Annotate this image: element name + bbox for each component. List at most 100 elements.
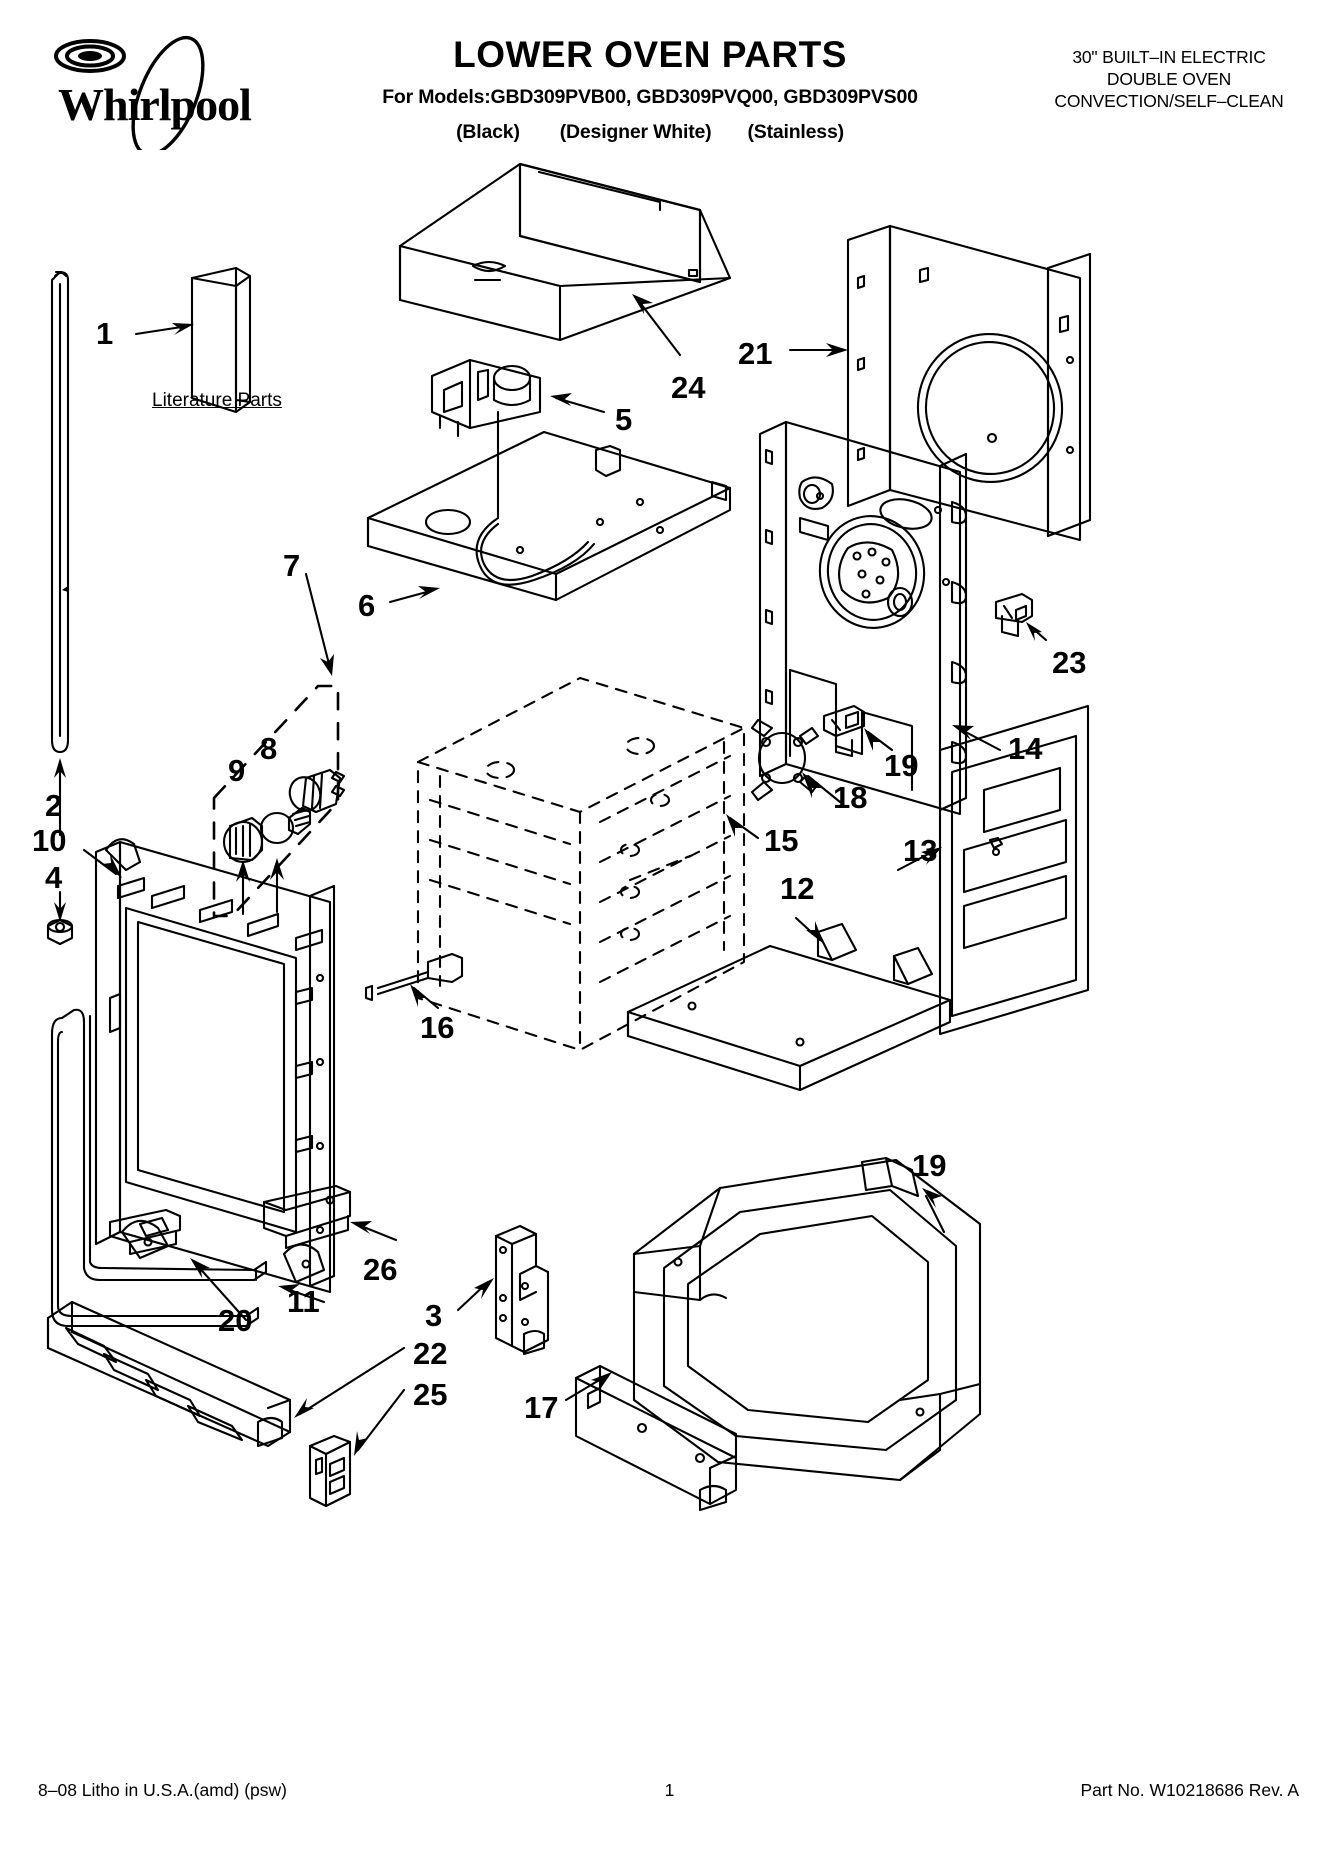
callout-17: 17 xyxy=(524,1390,559,1425)
leader-18 xyxy=(802,772,842,804)
callout-2: 2 xyxy=(45,788,63,823)
part-lamp-assembly-group xyxy=(212,684,340,918)
colors-line: (Black) (Designer White) (Stainless) xyxy=(300,121,1000,144)
leader-19-lower xyxy=(922,1188,946,1234)
spec-block: 30" BUILT–IN ELECTRIC DOUBLE OVEN CONVEC… xyxy=(1019,46,1319,112)
part-socket-7 xyxy=(288,768,346,814)
part-bracket-3 xyxy=(494,1224,550,1356)
callout-13: 13 xyxy=(903,833,938,868)
part-tab-26 xyxy=(262,1184,352,1250)
callout-4: 4 xyxy=(45,860,63,895)
callout-19-upper: 19 xyxy=(884,748,919,783)
leader-17 xyxy=(564,1372,612,1402)
leader-3 xyxy=(456,1278,494,1312)
models-line: For Models:GBD309PVB00, GBD309PVQ00, GBD… xyxy=(382,86,918,108)
leader-12 xyxy=(794,916,824,944)
leader-7 xyxy=(304,572,334,676)
leader-25 xyxy=(354,1388,406,1456)
callout-6: 6 xyxy=(358,588,376,623)
brand-wordmark: Whirlpool xyxy=(58,79,252,130)
leader-15 xyxy=(726,814,760,840)
page-header: Whirlpool LOWER OVEN PARTS For Models:GB… xyxy=(0,26,1339,157)
callout-11: 11 xyxy=(287,1284,320,1319)
callout-24: 24 xyxy=(671,370,706,405)
footer-print-info: 8–08 Litho in U.S.A.(amd) (psw) xyxy=(38,1780,287,1800)
leader-9 xyxy=(236,860,250,916)
callout-7: 7 xyxy=(283,548,301,583)
part-bracket-19-upper xyxy=(822,704,866,758)
part-rod-2 xyxy=(50,270,70,754)
parts-artwork xyxy=(46,162,1092,1512)
page-title: LOWER OVEN PARTS xyxy=(453,34,847,75)
callout-23: 23 xyxy=(1052,645,1087,680)
callout-21: 21 xyxy=(738,336,773,371)
callout-5: 5 xyxy=(615,402,633,437)
callout-25: 25 xyxy=(413,1377,448,1412)
title-block: LOWER OVEN PARTS For Models:GBD309PVB00,… xyxy=(300,26,1000,144)
part-lens-9 xyxy=(222,816,264,864)
part-handle-11 xyxy=(50,1008,268,1328)
callout-16: 16 xyxy=(420,1010,455,1045)
spec-line-2: DOUBLE OVEN xyxy=(1106,69,1232,89)
part-bulb-8 xyxy=(259,806,312,845)
callout-12: 12 xyxy=(780,871,815,906)
callout-19-lower: 19 xyxy=(912,1148,947,1183)
callout-1: 1 xyxy=(96,316,114,351)
leader-1 xyxy=(134,323,194,336)
part-strip-20 xyxy=(108,1208,182,1256)
callout-3: 3 xyxy=(425,1298,443,1333)
footer-page-number: 1 xyxy=(664,1780,675,1800)
callout-22: 22 xyxy=(413,1336,448,1371)
color-stainless: (Stainless) xyxy=(747,121,844,143)
callout-15: 15 xyxy=(764,823,799,858)
spec-line-1: 30" BUILT–IN ELECTRIC xyxy=(1072,47,1266,67)
part-literature-1 xyxy=(190,266,252,414)
leader-21 xyxy=(788,343,848,357)
part-chassis-pan-19-lower xyxy=(632,1156,982,1482)
callout-9: 9 xyxy=(228,753,246,788)
part-front-frame-13 xyxy=(938,704,1090,1036)
part-door-frame-10 xyxy=(94,838,336,1294)
part-trim-22 xyxy=(46,1300,292,1448)
swirl-icon xyxy=(54,39,126,73)
part-top-plate-6 xyxy=(366,410,732,602)
part-side-panel-14 xyxy=(758,420,968,816)
part-sensor-16 xyxy=(364,952,464,1002)
spec-line-3: CONVECTION/SELF–CLEAN xyxy=(1054,91,1284,111)
leader-5 xyxy=(550,393,606,414)
part-clip-25 xyxy=(308,1434,352,1508)
leader-4 xyxy=(54,890,66,922)
leader-13 xyxy=(896,847,942,872)
color-designer-white: (Designer White) xyxy=(559,121,712,143)
part-rear-panel-21 xyxy=(846,224,1092,542)
part-shelf-12 xyxy=(626,922,952,1092)
footer-part-number: Part No. W10218686 Rev. A xyxy=(1080,1780,1299,1800)
part-top-cover-24 xyxy=(398,162,732,342)
leader-24 xyxy=(632,294,682,357)
callout-8: 8 xyxy=(260,731,278,766)
leader-26 xyxy=(350,1221,398,1242)
leader-19-upper xyxy=(864,728,894,752)
leader-22 xyxy=(294,1346,406,1418)
exploded-parts-diagram: 1 2 10 4 5 6 7 8 9 24 21 23 14 13 12 15 … xyxy=(0,150,1339,1770)
part-oven-cavity-15 xyxy=(416,676,746,1052)
leader-20 xyxy=(190,1258,248,1322)
literature-parts-label: Literature Parts xyxy=(152,390,282,411)
page-footer: 8–08 Litho in U.S.A.(amd) (psw) 1 Part N… xyxy=(0,1780,1339,1820)
part-switch-5 xyxy=(430,358,542,438)
leader-8 xyxy=(270,858,284,914)
leader-16 xyxy=(410,984,440,1010)
callout-10: 10 xyxy=(32,823,67,858)
leader-11 xyxy=(278,1284,326,1304)
callout-26: 26 xyxy=(363,1252,398,1287)
part-rail-17 xyxy=(574,1364,738,1512)
callout-18: 18 xyxy=(833,780,868,815)
part-clip-23 xyxy=(994,592,1034,638)
part-nut-4 xyxy=(46,918,74,946)
leader-10 xyxy=(82,848,122,878)
color-black: (Black) xyxy=(456,121,520,143)
callout-20: 20 xyxy=(218,1303,253,1338)
leader-6 xyxy=(388,586,440,604)
leader-23 xyxy=(1026,622,1048,642)
